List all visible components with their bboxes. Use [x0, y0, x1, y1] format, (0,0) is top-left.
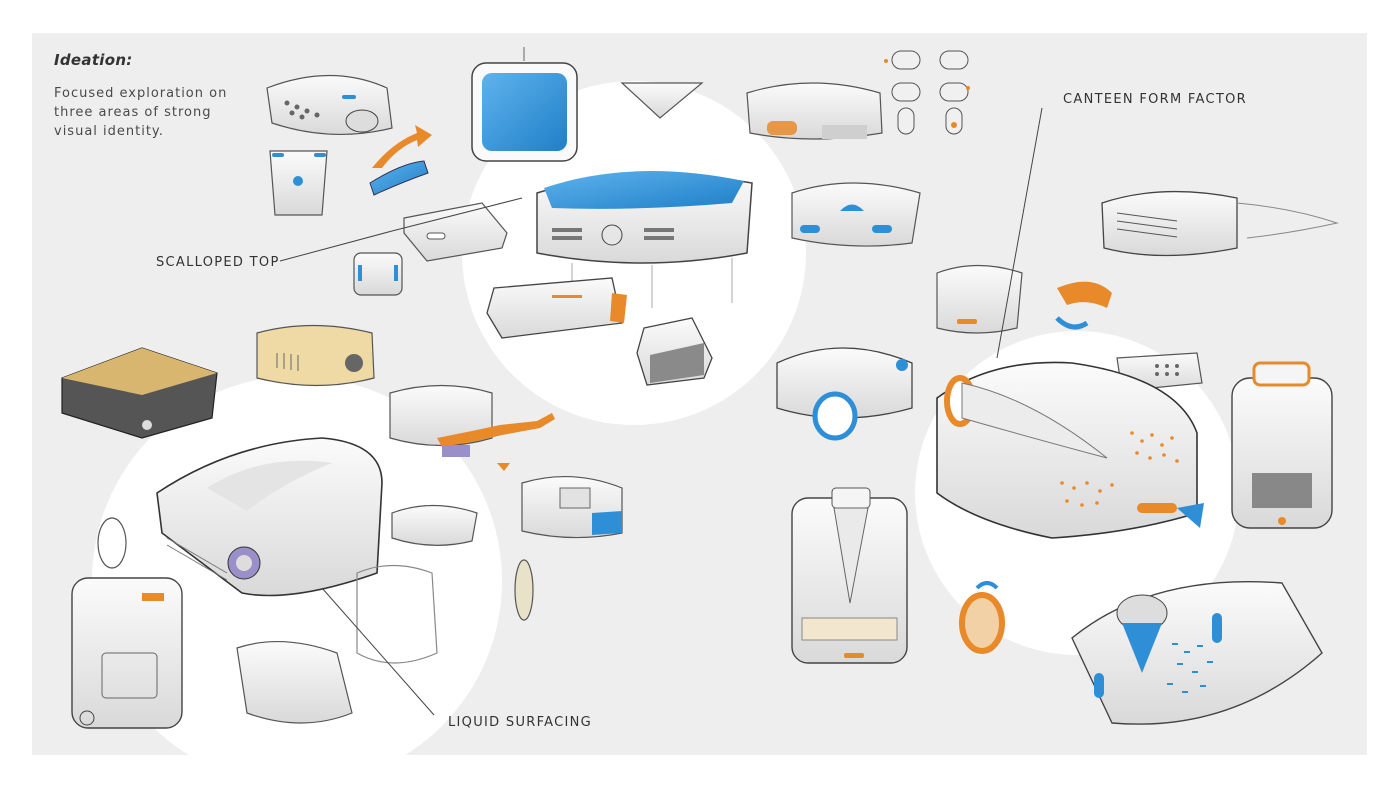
sketch-blue-strap	[369, 160, 429, 196]
sketch-orange-dial	[959, 581, 1005, 654]
sketch-liquid-projector	[156, 437, 383, 597]
sketch-blue-tray-top	[471, 47, 578, 162]
sketch-orange-strap-clip	[1055, 281, 1112, 330]
sketch-projector-front	[269, 150, 328, 216]
sketch-vented-device	[636, 317, 713, 386]
sketch-blue-side-device	[791, 182, 921, 247]
sketch-corner-detail	[620, 82, 704, 119]
sketch-dark-two-tone	[61, 347, 218, 439]
sketch-orange-arrow	[372, 125, 432, 168]
sketch-pour-spout-device	[1071, 580, 1323, 725]
sketch-cylinder-outline	[356, 564, 438, 664]
sketch-wedge-device	[486, 277, 627, 339]
sketch-small-pebble	[391, 504, 478, 546]
page-description: Focused exploration on three areas of st…	[54, 86, 228, 139]
callout-canteen-form-factor: CANTEEN FORM FACTOR	[1063, 92, 1247, 107]
sketch-button-grid	[884, 50, 970, 135]
sketch-bottle-right	[1231, 361, 1333, 529]
leader-lines	[279, 107, 1043, 716]
page-title: Ideation:	[54, 51, 133, 69]
sketch-projector-small	[266, 74, 393, 136]
sketch-band-ring	[514, 559, 534, 621]
sketch-gold-projector	[256, 324, 375, 387]
sketch-round-shell	[236, 640, 353, 724]
sketch-slim-device	[403, 202, 508, 262]
sketch-ring-left	[97, 517, 127, 569]
sketch-canteen-main	[936, 361, 1204, 539]
sketch-blue-lens-device	[521, 475, 623, 539]
sketch-tall-slim-device	[936, 264, 1023, 334]
sketch-compact-device	[746, 82, 883, 140]
sketch-tall-bottle-left	[71, 577, 183, 729]
sketch-board: Ideation: Focused exploration on three a…	[32, 33, 1367, 755]
sketch-blue-ring-projector	[776, 347, 913, 441]
sketch-bottle-center	[791, 487, 908, 664]
sketch-orange-cable-device	[389, 384, 555, 471]
concept-sketches	[61, 47, 1339, 755]
sketch-small-square	[353, 252, 403, 296]
sketch-scalloped-projector	[536, 171, 753, 308]
callout-scalloped-top: SCALLOPED TOP	[156, 255, 280, 270]
callout-liquid-surfacing: LIQUID SURFACING	[448, 715, 593, 730]
sketch-handheld-with-hand	[1101, 190, 1339, 257]
